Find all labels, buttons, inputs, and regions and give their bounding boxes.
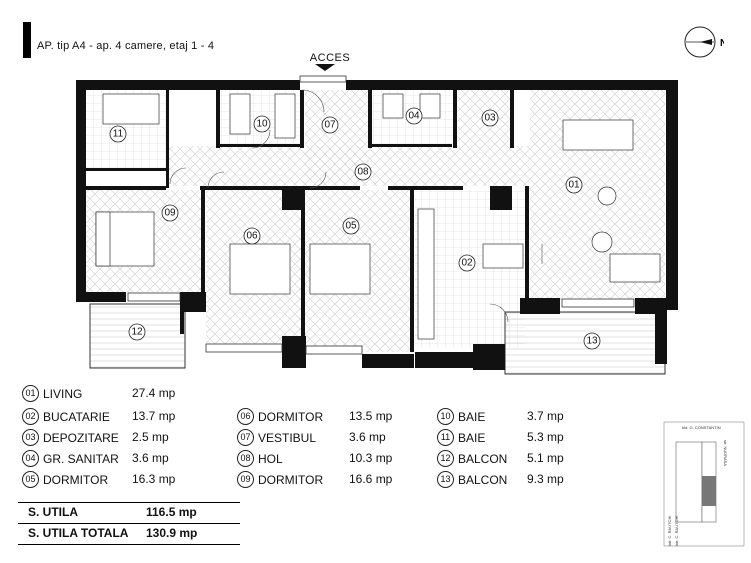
room-marker-11: 11 bbox=[109, 125, 127, 143]
room-markers: 11 10 07 04 03 01 08 09 06 05 02 12 13 bbox=[109, 107, 601, 350]
room-marker-01: 01 bbox=[565, 176, 583, 194]
svg-text:intr. C. RAUTCHI: intr. C. RAUTCHI bbox=[674, 516, 679, 546]
site-location-map: bld. G. CONSTANTIN str. NUDRASA intr. C.… bbox=[663, 421, 745, 547]
room-marker-09: 09 bbox=[161, 204, 179, 222]
access-arrow-icon bbox=[315, 64, 335, 71]
svg-text:10: 10 bbox=[256, 119, 268, 130]
svg-text:06: 06 bbox=[246, 231, 258, 242]
furniture bbox=[95, 93, 661, 340]
room-marker-08: 08 bbox=[354, 163, 372, 181]
area-totals: S. UTILA 116.5 mp S. UTILA TOTALA 130.9 … bbox=[18, 502, 240, 545]
north-arrow-icon: N bbox=[684, 26, 724, 58]
svg-text:08: 08 bbox=[357, 167, 369, 178]
svg-text:05: 05 bbox=[345, 221, 357, 232]
room-marker-05: 05 bbox=[342, 217, 360, 235]
usable-area-row: S. UTILA 116.5 mp bbox=[18, 502, 240, 523]
room-marker-13: 13 bbox=[583, 332, 601, 350]
usable-area-label: S. UTILA bbox=[28, 505, 78, 519]
plan-title: AP. tip A4 - ap. 4 camere, etaj 1 - 4 bbox=[37, 40, 215, 52]
room-marker-06: 06 bbox=[243, 227, 261, 245]
room-marker-02: 02 bbox=[458, 254, 476, 272]
room-marker-07: 07 bbox=[321, 116, 339, 134]
svg-text:03: 03 bbox=[484, 113, 496, 124]
windows bbox=[127, 75, 635, 355]
walls bbox=[76, 80, 678, 370]
room-marker-03: 03 bbox=[481, 109, 499, 127]
svg-text:04: 04 bbox=[408, 111, 420, 122]
room-marker-10: 10 bbox=[253, 115, 271, 133]
total-area-label: S. UTILA TOTALA bbox=[28, 526, 129, 540]
svg-text:09: 09 bbox=[164, 208, 176, 219]
svg-text:13: 13 bbox=[586, 336, 598, 347]
door-swings bbox=[169, 89, 543, 323]
svg-text:bld. G. CONSTANTIN: bld. G. CONSTANTIN bbox=[682, 425, 721, 430]
floor-plan: 11 10 07 04 03 01 08 09 06 05 02 12 13 bbox=[76, 64, 678, 375]
north-label: N bbox=[720, 38, 724, 49]
svg-text:02: 02 bbox=[461, 258, 473, 269]
access-label: ACCES bbox=[309, 52, 351, 64]
svg-text:07: 07 bbox=[324, 120, 336, 131]
floor-hall bbox=[166, 146, 530, 186]
usable-area-value: 116.5 mp bbox=[146, 505, 197, 519]
total-area-value: 130.9 mp bbox=[146, 526, 198, 540]
title-accent-bar bbox=[23, 22, 31, 58]
room-marker-04: 04 bbox=[405, 107, 423, 125]
room-marker-12: 12 bbox=[128, 323, 146, 341]
svg-text:01: 01 bbox=[568, 180, 580, 191]
svg-text:intr. C. RAUTCHI: intr. C. RAUTCHI bbox=[667, 516, 672, 546]
svg-text:str. NUDRASA: str. NUDRASA bbox=[723, 440, 728, 466]
svg-text:11: 11 bbox=[113, 129, 124, 140]
total-area-row: S. UTILA TOTALA 130.9 mp bbox=[18, 523, 240, 544]
svg-text:12: 12 bbox=[131, 327, 143, 338]
